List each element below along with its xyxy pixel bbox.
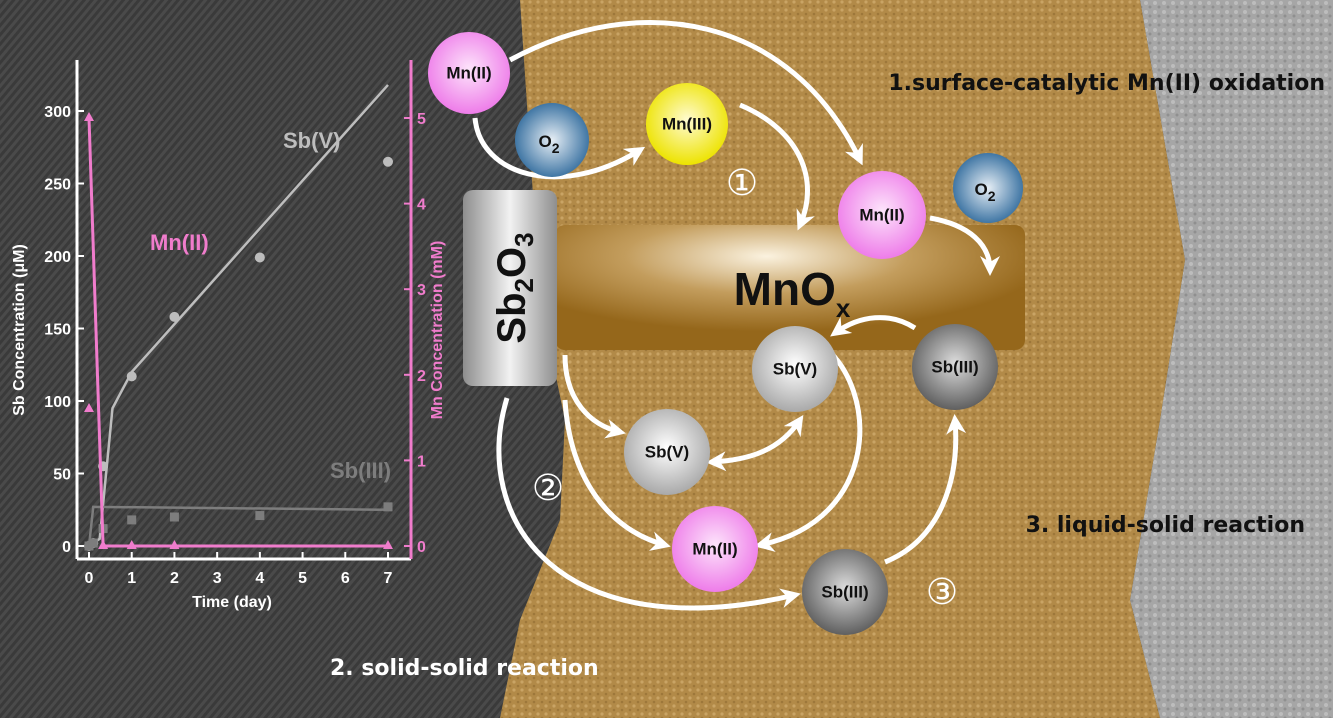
series-label-sbiii: Sb(III) xyxy=(330,458,391,483)
sb2o3-particle xyxy=(463,190,557,386)
sb2o3-label: Sb2O3 xyxy=(490,232,539,343)
data-point-sbv xyxy=(383,156,393,167)
reaction-arrows xyxy=(472,20,1000,611)
arrow-sb3-to-surface xyxy=(884,414,967,565)
step-marker-3: ③ xyxy=(926,572,958,613)
sphere-mn3: Mn(III) xyxy=(646,83,728,165)
sphere-o2-left: O2 xyxy=(515,103,589,177)
sphere-mn2-right: Mn(II) xyxy=(838,171,926,259)
y2-axis-title: Mn Concentration (mM) xyxy=(429,241,446,420)
label-sb3: Sb(III) xyxy=(821,582,868,601)
y-tick-label: 50 xyxy=(53,467,71,484)
sphere-mn2-bottom: Mn(II) xyxy=(672,506,758,592)
label-mn2: Mn(II) xyxy=(859,205,904,224)
mnox-label: MnOx xyxy=(734,263,851,323)
arrow-sb5-exchange xyxy=(706,415,804,472)
y-tick-label: 100 xyxy=(44,394,71,411)
y-tick-label: 300 xyxy=(44,104,71,121)
step3-label: 3. liquid-solid reaction xyxy=(1026,513,1305,538)
arrow-sb2o3-to-sb5 xyxy=(562,354,626,439)
y2-tick-label: 1 xyxy=(417,453,426,470)
data-point-mnii xyxy=(126,540,137,549)
series-label-sbv: Sb(V) xyxy=(283,128,340,153)
arrow-sb5-to-mn2 xyxy=(754,343,863,552)
label-sb5: Sb(V) xyxy=(645,442,689,461)
data-point-sbiii xyxy=(169,512,179,522)
sphere-sb5-lower: Sb(V) xyxy=(624,409,710,495)
x-tick-label: 3 xyxy=(213,570,222,587)
label-mn2: Mn(II) xyxy=(446,63,491,82)
data-point-mnii xyxy=(84,403,94,413)
y2-tick-label: 3 xyxy=(417,282,426,299)
data-point-sbv xyxy=(169,311,180,322)
x-tick-label: 2 xyxy=(170,570,179,587)
x-tick-label: 4 xyxy=(255,570,264,587)
label-o2: O2 xyxy=(974,180,995,203)
label-sb3: Sb(III) xyxy=(931,357,978,376)
series-line-sbiii xyxy=(87,505,389,547)
series-label-mnii: Mn(II) xyxy=(150,230,209,255)
x-tick-label: 7 xyxy=(384,570,393,587)
y-tick-label: 200 xyxy=(44,249,71,266)
sphere-sb5-upper: Sb(V) xyxy=(752,326,838,412)
sphere-sb3-right: Sb(III) xyxy=(912,324,998,410)
arrow-sb2o3-to-sb3 xyxy=(496,397,801,611)
x-axis-title: Time (day) xyxy=(192,594,272,611)
y-tick-label: 0 xyxy=(62,539,71,556)
arrow-mn2-oxidation xyxy=(929,215,1000,276)
arrow-mn2-to-mn3 xyxy=(472,117,646,180)
data-point-sbiii xyxy=(255,511,265,521)
arrow-sb3-to-sb5 xyxy=(830,315,917,337)
data-point-sbv xyxy=(126,371,137,382)
tem-light-background xyxy=(1130,0,1333,718)
step2-label: 2. solid-solid reaction xyxy=(330,656,599,681)
label-mn3: Mn(III) xyxy=(662,114,712,133)
data-point-sbiii xyxy=(127,515,137,525)
x-tick-label: 6 xyxy=(341,570,350,587)
step-marker-1: ① xyxy=(726,163,758,204)
data-point-mnii xyxy=(98,540,109,549)
y-tick-label: 250 xyxy=(44,177,71,194)
data-point-mnii xyxy=(84,112,94,121)
sphere-mn2-top: Mn(II) xyxy=(428,32,510,114)
sphere-o2-right: O2 xyxy=(953,153,1023,223)
step-marker-2: ② xyxy=(532,468,564,509)
sphere-sb3-bottom: Sb(III) xyxy=(802,549,888,635)
arrow-mn3-to-mnox xyxy=(739,102,815,231)
x-tick-label: 1 xyxy=(127,570,136,587)
data-point-sbv xyxy=(254,252,265,263)
x-tick-label: 0 xyxy=(85,570,94,587)
data-point-mnii xyxy=(169,540,180,549)
y2-tick-label: 5 xyxy=(417,111,426,128)
label-o2: O2 xyxy=(538,132,559,155)
label-mn2: Mn(II) xyxy=(692,539,737,558)
x-tick-label: 5 xyxy=(298,570,307,587)
y-axis-title: Sb Concentration (μM) xyxy=(11,244,28,416)
mnox-particle xyxy=(555,225,1025,350)
step1-label: 1.surface-catalytic Mn(II) oxidation xyxy=(888,71,1325,96)
y2-tick-label: 0 xyxy=(417,539,426,556)
data-point-mnii xyxy=(383,540,393,549)
y-tick-label: 150 xyxy=(44,322,71,339)
y2-tick-label: 2 xyxy=(417,368,426,385)
arrow-mn2-to-surface xyxy=(508,20,863,166)
arrow-sb2o3-to-mn2 xyxy=(562,399,671,551)
label-sb5: Sb(V) xyxy=(773,359,817,378)
data-point-sbiii xyxy=(88,538,98,548)
data-point-sbiii xyxy=(383,502,393,512)
y2-tick-label: 4 xyxy=(417,197,426,214)
